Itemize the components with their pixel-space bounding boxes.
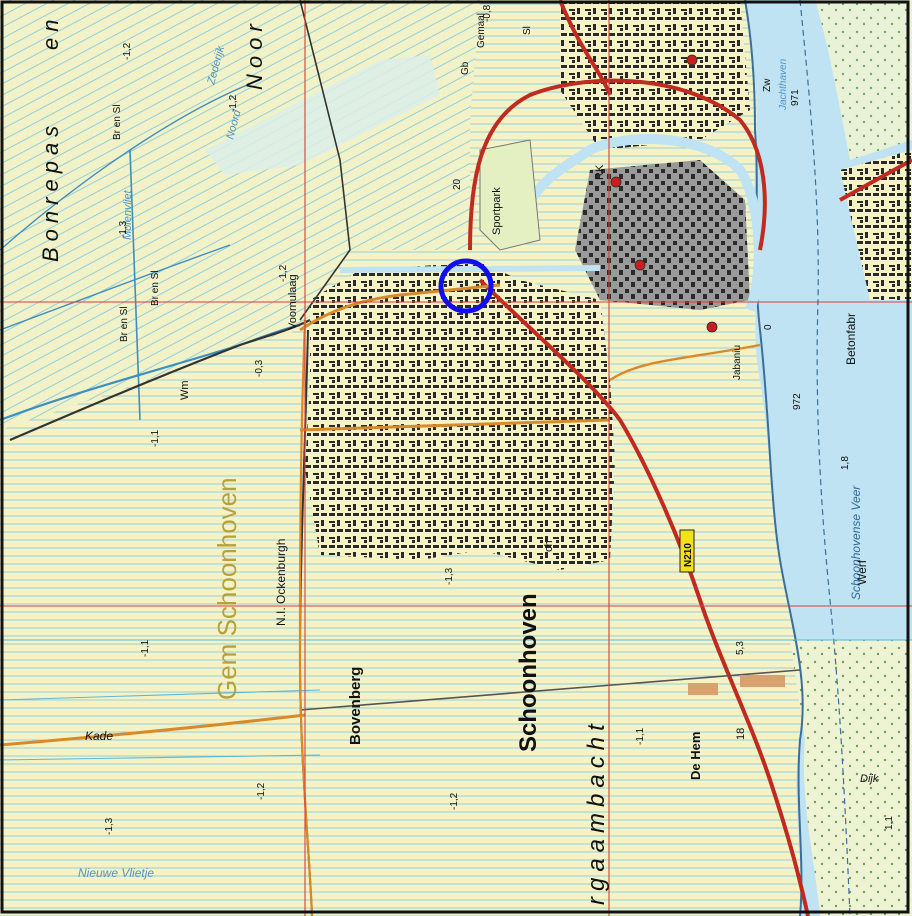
height-n13b: -1,3 bbox=[444, 567, 455, 585]
label-zw: Zw bbox=[762, 78, 773, 92]
river-bank-east bbox=[840, 150, 912, 300]
label-jachthaven: Jachthaven bbox=[778, 58, 789, 111]
label-bren-sl-1: Br en Sl bbox=[112, 104, 123, 140]
height-n11c: -1,1 bbox=[635, 727, 646, 745]
label-molenvliet: Molenvliet bbox=[122, 190, 134, 240]
dike-brown-segment-2 bbox=[740, 675, 785, 687]
label-km-972: 972 bbox=[792, 393, 803, 410]
height-n08: -0,8 bbox=[482, 4, 493, 22]
road-n210 bbox=[478, 278, 810, 916]
height-n12a: -1,2 bbox=[122, 42, 133, 60]
height-18: 18 bbox=[735, 728, 747, 740]
label-de-hem: De Hem bbox=[688, 732, 703, 780]
floodplain-northeast bbox=[815, 0, 912, 160]
church-markers bbox=[610, 54, 718, 333]
town-built-area bbox=[305, 262, 615, 570]
polder-northwest bbox=[0, 0, 350, 430]
polder-north bbox=[300, 0, 480, 250]
label-noor: Noor bbox=[242, 18, 267, 90]
town-north bbox=[560, 0, 750, 150]
ditch-bren-sl bbox=[0, 244, 231, 331]
road-west-town bbox=[299, 283, 501, 332]
ditch-upper-north bbox=[0, 79, 261, 251]
molenvliet-creek bbox=[129, 149, 141, 421]
label-gem-schoonhoven: Gem Schoonhoven bbox=[212, 477, 242, 700]
height-n13c: -1,3 bbox=[104, 817, 115, 835]
label-bren-sl-3: Br en Sl bbox=[119, 306, 130, 342]
label-ch: ch bbox=[543, 540, 555, 552]
road-northeast-ferry bbox=[839, 158, 912, 202]
height-n12b: -1,2 bbox=[228, 94, 239, 112]
route-shield-n210-label: N210 bbox=[683, 543, 694, 567]
height-n12e: -1,2 bbox=[278, 264, 289, 282]
height-n03: -0,3 bbox=[254, 359, 265, 377]
label-betonfabr: Betonfabr bbox=[844, 313, 858, 365]
label-dijk: Dijk bbox=[860, 773, 879, 785]
road-ring-main bbox=[468, 78, 767, 251]
label-ockenburgh: N.I. Ockenburgh bbox=[274, 539, 288, 626]
label-schoonhovense-veer: Schoonhovense Veer bbox=[849, 485, 863, 600]
label-sl: Sl bbox=[522, 26, 533, 35]
height-n11b: -1,1 bbox=[140, 639, 151, 657]
dike-polder-boundary bbox=[9, 319, 311, 442]
label-jabaniu: Jabaniu bbox=[732, 345, 743, 380]
location-marker[interactable] bbox=[438, 258, 494, 314]
label-rk: RK bbox=[594, 164, 606, 180]
road-kade bbox=[0, 713, 306, 747]
route-shield-n210 bbox=[679, 529, 695, 573]
label-bovenberg: Bovenberg bbox=[347, 667, 364, 745]
label-gemaal: Gemaal bbox=[476, 13, 487, 48]
road-north-exit bbox=[558, 0, 612, 96]
river-channel-line bbox=[799, 0, 851, 916]
label-gb: Gb bbox=[460, 61, 471, 75]
label-nieuwe-vlietje: Nieuwe Vlietje bbox=[78, 866, 154, 880]
label-sportpark: Sportpark bbox=[491, 187, 503, 235]
label-kade: Kade bbox=[85, 729, 113, 743]
label-km-971: 971 bbox=[790, 89, 801, 106]
label-voornlaag: Voornulaag bbox=[287, 274, 299, 330]
water-strip-north bbox=[205, 55, 440, 175]
old-town-centre bbox=[575, 160, 750, 310]
height-n12c: -1,2 bbox=[256, 782, 267, 800]
town-canal bbox=[339, 265, 601, 273]
town-moat bbox=[515, 133, 764, 312]
floodplain-southeast bbox=[790, 640, 912, 916]
label-schoonhoven: Schoonhoven bbox=[515, 593, 542, 752]
label-werf-visible: Werf bbox=[855, 559, 869, 585]
road-western-dike bbox=[298, 319, 314, 916]
road-dijk-south bbox=[299, 669, 801, 711]
dike-north bbox=[299, 0, 351, 321]
height-n13a: -1,3 bbox=[118, 220, 129, 238]
label-en: en bbox=[38, 14, 63, 50]
height-n12d: -1,2 bbox=[449, 792, 460, 810]
height-11: 1,1 bbox=[884, 816, 895, 830]
height-53: 5,3 bbox=[735, 641, 746, 655]
height-0: 0 bbox=[763, 324, 774, 330]
river-shoreline bbox=[744, 0, 804, 916]
ditches-south bbox=[0, 639, 912, 761]
height-18b: 1,8 bbox=[840, 456, 851, 470]
height-n11a: -1,1 bbox=[150, 429, 161, 447]
road-river-south bbox=[609, 343, 761, 381]
sportpark bbox=[479, 139, 541, 251]
dike-brown-segment bbox=[688, 683, 718, 695]
label-bren-sl-2: Br en Sl bbox=[150, 270, 161, 306]
height-20: 20 bbox=[452, 178, 463, 190]
label-vlist: rgaambacht bbox=[583, 718, 610, 905]
road-east-west-town bbox=[299, 418, 611, 432]
label-bonrepas: Bonrepas bbox=[38, 120, 63, 262]
label-wm: Wm bbox=[179, 380, 191, 400]
